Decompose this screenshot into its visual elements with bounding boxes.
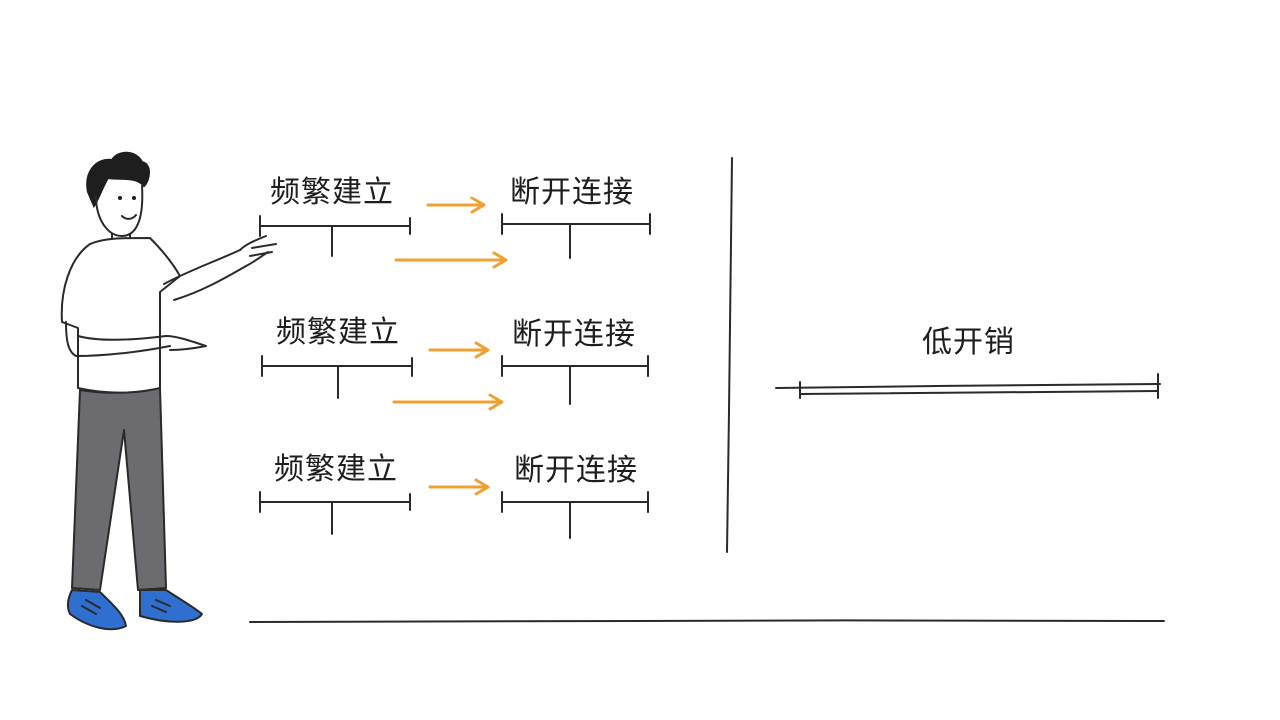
row-3-right-bracket — [501, 491, 649, 539]
tshirt-shape — [60, 237, 181, 394]
pointing-hand-upper — [239, 235, 277, 267]
hair-shape — [86, 151, 150, 209]
row-2-arrow-top — [428, 341, 490, 359]
eye-icon — [132, 196, 136, 200]
face-outline — [95, 185, 144, 237]
row-3-left-bracket — [259, 491, 411, 535]
right-panel-label: 低开销 — [922, 325, 1015, 360]
presenter-illustration — [60, 151, 277, 631]
row-2-arrow-bottom — [392, 393, 504, 411]
row-1-left-bracket — [259, 215, 411, 257]
row-2-right-bracket — [501, 355, 649, 405]
pants-shape — [71, 387, 167, 591]
row-3-right-label: 断开连接 — [514, 453, 638, 488]
row-1-arrow-bottom — [394, 251, 508, 269]
right-panel-bar — [775, 373, 1161, 399]
row-1-right-bracket — [501, 213, 651, 259]
row-2-left-bracket — [261, 355, 413, 399]
shoe-left — [66, 589, 127, 631]
row-2-left-label: 频繁建立 — [276, 315, 400, 350]
shoe-laces — [81, 599, 171, 615]
smile-mark — [121, 214, 137, 220]
row-2-right-label: 断开连接 — [512, 317, 636, 352]
row-3-left-label: 频繁建立 — [274, 452, 398, 487]
raised-arm — [163, 249, 247, 301]
pointing-hand-lower — [165, 335, 207, 351]
lower-arm — [65, 321, 171, 357]
vertical-divider — [726, 157, 733, 553]
bottom-baseline — [249, 619, 1165, 623]
shoe-right — [139, 589, 203, 623]
row-1-right-label: 断开连接 — [510, 175, 634, 210]
row-1-arrow-top — [426, 196, 486, 214]
eye-icon — [118, 196, 122, 200]
row-3-arrow — [428, 478, 490, 496]
row-1-left-label: 频繁建立 — [270, 175, 394, 210]
